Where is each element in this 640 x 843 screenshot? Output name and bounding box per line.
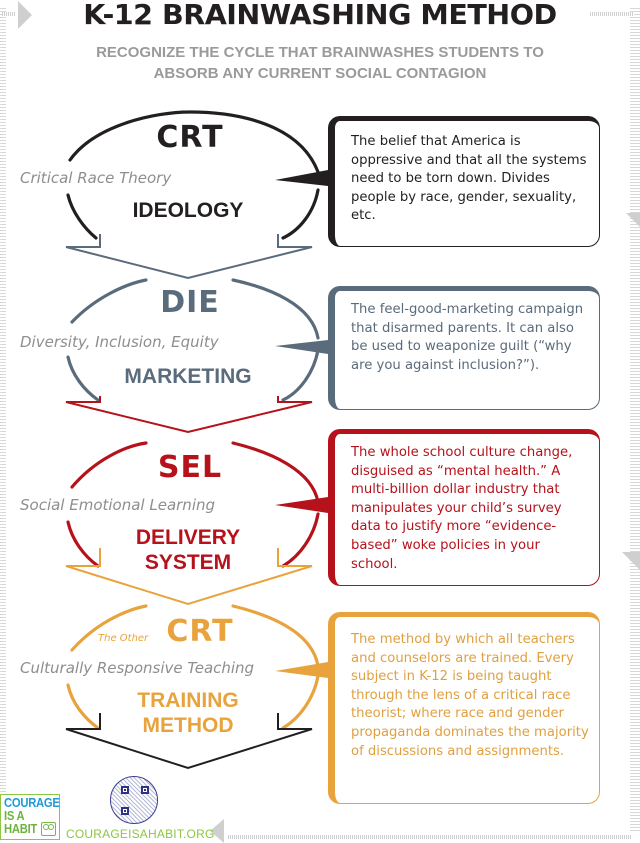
stage-4-prefix: The Other: [98, 633, 149, 644]
stage-1-role: IDEOLOGY: [88, 198, 288, 223]
stage-1-description: The belief that America is oppressive an…: [351, 134, 587, 224]
stage-4-role-line-1: TRAINING: [137, 689, 239, 712]
stage-4-arrow: [65, 713, 313, 770]
stage-4-role-line-2: METHOD: [142, 714, 234, 737]
stage-3-description: The whole school culture change, disguis…: [351, 445, 573, 572]
stage-3-full-name: Social Emotional Learning: [20, 496, 216, 514]
stage-4-description-card: The method by which all teachers and cou…: [328, 612, 600, 804]
page-edge-bottom: [228, 835, 632, 839]
stage-4-pointer: [275, 662, 328, 678]
logo-line-2: IS A: [4, 809, 25, 823]
stage-1-pointer: [275, 170, 328, 186]
page-corner-triangle-icon: [210, 819, 224, 843]
people-icon: [41, 822, 56, 836]
qr-finder-icon: [141, 786, 149, 794]
page-edge-left: [0, 8, 6, 798]
stage-3-description-card: The whole school culture change, disguis…: [328, 429, 600, 586]
stage-3-arrow: [65, 548, 313, 606]
page-edge-right: [630, 8, 640, 833]
stage-4-acronym: CRT: [166, 614, 234, 649]
stage-2-description-card: The feel-good-marketing campaign that di…: [328, 286, 600, 410]
stage-2-role: MARKETING: [88, 364, 288, 389]
stage-1-ring: [66, 110, 320, 240]
page-edge-top-left: [2, 12, 16, 16]
stage-2-pointer: [275, 340, 328, 354]
page-corner-triangle-icon: [626, 213, 640, 227]
stage-1-arrow: [65, 234, 313, 280]
subtitle-line-2: ABSORB ANY CURRENT SOCIAL CONTAGION: [153, 65, 487, 82]
stage-4-description: The method by which all teachers and cou…: [351, 632, 589, 759]
page-corner-triangle-icon: [18, 1, 32, 29]
stage-3-role: DELIVERY SYSTEM: [88, 525, 288, 575]
qr-finder-icon: [121, 786, 129, 794]
qr-finder-icon: [121, 807, 129, 815]
logo-line-1: COURAGE: [4, 796, 60, 810]
stage-2-ring: [66, 278, 320, 402]
stage-2-full-name: Diversity, Inclusion, Equity: [20, 333, 219, 351]
stage-1-acronym: CRT: [156, 120, 224, 155]
logo-line-3: HABIT: [4, 822, 38, 836]
stage-3-acronym: SEL: [157, 450, 223, 485]
stage-3-ring: [66, 441, 320, 568]
website-link[interactable]: COURAGEISAHABIT.ORG: [66, 827, 215, 841]
stage-2-role-line-1: MARKETING: [124, 365, 252, 388]
stage-4-ring: [66, 604, 320, 730]
page-title: K-12 BRAINWASHING METHOD: [83, 0, 557, 31]
stage-1-full-name: Critical Race Theory: [20, 169, 172, 187]
page-subtitle: RECOGNIZE THE CYCLE THAT BRAINWASHES STU…: [60, 42, 580, 84]
stage-1-description-card: The belief that America is oppressive an…: [328, 116, 600, 247]
page-corner-triangle-icon: [622, 552, 640, 570]
stage-2-description: The feel-good-marketing campaign that di…: [351, 302, 584, 373]
stage-3-role-line-2: SYSTEM: [144, 551, 232, 574]
stage-1-role-line-1: IDEOLOGY: [132, 199, 244, 222]
stage-2-acronym: DIE: [160, 285, 220, 320]
stage-4-role: TRAINING METHOD: [88, 688, 288, 738]
stage-2-arrow: [65, 396, 313, 434]
qr-code-icon[interactable]: [110, 776, 158, 824]
stage-3-role-line-1: DELIVERY: [135, 526, 241, 549]
stage-3-pointer: [275, 497, 328, 513]
page-edge-top-right: [590, 12, 634, 16]
courage-is-a-habit-logo[interactable]: COURAGE IS A HABIT: [0, 794, 60, 840]
stage-4-full-name: Culturally Responsive Teaching: [20, 659, 255, 677]
subtitle-line-1: RECOGNIZE THE CYCLE THAT BRAINWASHES STU…: [96, 44, 544, 61]
